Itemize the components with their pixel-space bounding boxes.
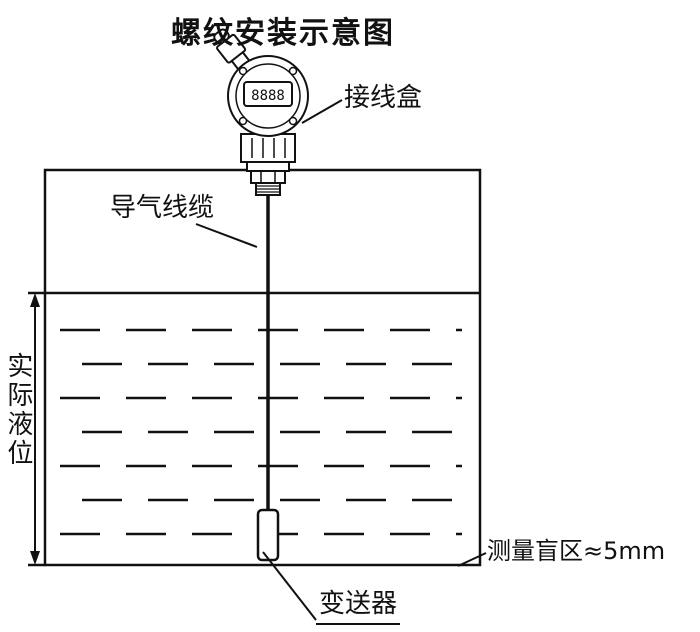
tank-outline bbox=[43, 168, 482, 567]
bolt-icon bbox=[238, 66, 248, 76]
bolt-icon bbox=[288, 116, 298, 126]
leader-junction-box bbox=[301, 99, 343, 124]
terminal-block bbox=[240, 133, 296, 163]
leader-blind-zone bbox=[457, 552, 487, 567]
label-air-cable: 导气线缆 bbox=[110, 193, 215, 223]
label-junction-box: 接线盒 bbox=[344, 83, 423, 113]
label-blind-zone: 测量盲区≈5mm bbox=[487, 537, 666, 565]
liquid-dashes bbox=[60, 328, 462, 536]
label-transmitter: 变送器 bbox=[316, 589, 401, 625]
bolt-icon bbox=[288, 66, 298, 76]
diagram-title: 螺纹安装示意图 bbox=[171, 16, 395, 51]
probe-body bbox=[256, 508, 280, 562]
leader-air-cable bbox=[195, 223, 258, 248]
level-dimension-arrow bbox=[30, 293, 40, 565]
hex-nut bbox=[250, 170, 286, 184]
transmitter-head: 8888 bbox=[213, 28, 309, 196]
lcd-display bbox=[243, 81, 293, 107]
bolt-icon bbox=[238, 116, 248, 126]
label-actual-level: 实际液位 bbox=[2, 352, 33, 468]
leader-transmitter bbox=[262, 551, 317, 621]
flange bbox=[246, 161, 290, 172]
lcd-digits: 8888 bbox=[251, 88, 285, 104]
